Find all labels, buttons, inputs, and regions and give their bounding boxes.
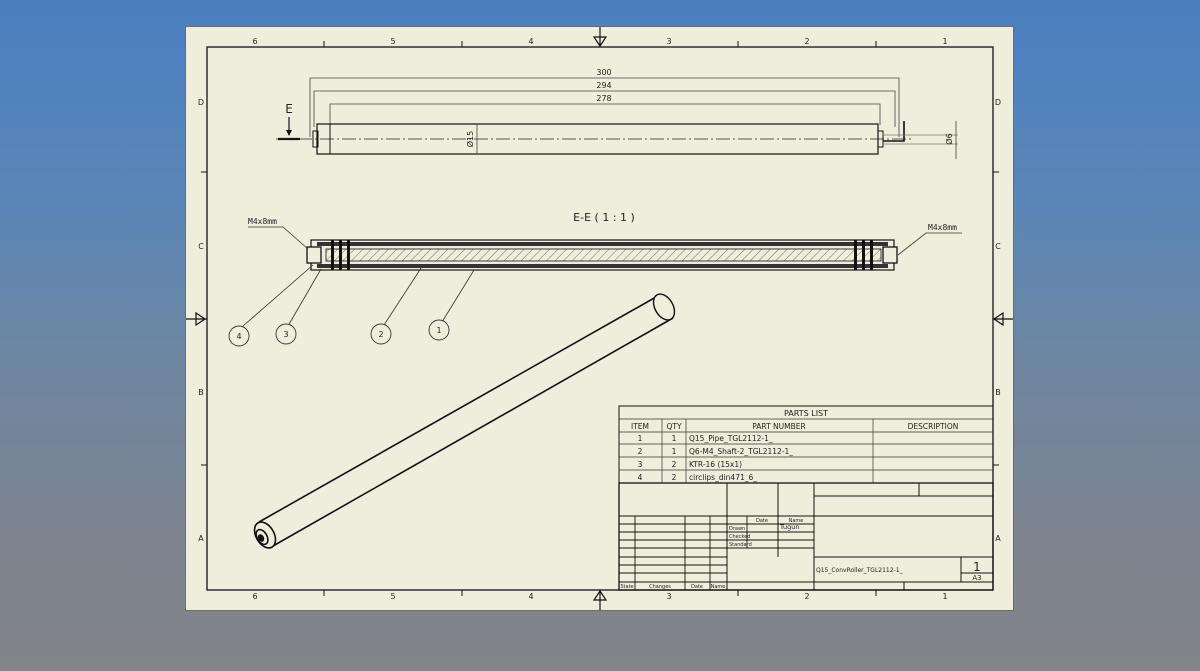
svg-text:2: 2 — [804, 37, 809, 46]
revision-state-header: State — [620, 584, 633, 590]
svg-text:3: 3 — [666, 37, 671, 46]
svg-text:1: 1 — [436, 326, 441, 335]
zone-labels: 6 5 4 3 2 1 6 5 4 3 2 1 D C B A D C B A — [198, 37, 1001, 601]
table-row: 3 2 KTR-16 (15x1) — [638, 460, 743, 469]
svg-text:C: C — [198, 242, 204, 251]
svg-text:circlips_din471_6_: circlips_din471_6_ — [689, 473, 757, 482]
svg-text:A: A — [995, 534, 1001, 543]
dim-tube-length: 278 — [596, 94, 611, 103]
svg-text:4: 4 — [638, 473, 643, 482]
svg-text:2: 2 — [378, 330, 383, 339]
dim-overall-length: 300 — [596, 68, 611, 77]
balloon-3[interactable]: 3 — [275, 323, 297, 345]
svg-text:B: B — [995, 388, 1001, 397]
sheet-number: 1 — [973, 560, 981, 574]
svg-text:6: 6 — [252, 592, 257, 601]
svg-text:2: 2 — [672, 460, 677, 469]
front-view[interactable]: E 300 294 278 Ø15 Ø6 — [276, 68, 958, 159]
inner-border — [206, 46, 994, 591]
revision-changes-header: Changes — [649, 584, 671, 590]
svg-text:PART NUMBER: PART NUMBER — [752, 422, 805, 431]
table-row: 1 1 Q15_Pipe_TGL2112-1_ — [638, 434, 773, 443]
svg-text:DESCRIPTION: DESCRIPTION — [908, 422, 959, 431]
section-view-title: E-E ( 1 : 1 ) — [573, 211, 635, 224]
balloon-2[interactable]: 2 — [370, 323, 392, 345]
svg-text:1: 1 — [672, 434, 677, 443]
centering-marks — [186, 27, 1013, 610]
svg-text:1: 1 — [672, 447, 677, 456]
drawing-sheet[interactable]: 6 5 4 3 2 1 6 5 4 3 2 1 D C B A D C B A … — [185, 26, 1014, 611]
name-header: Name — [789, 518, 804, 524]
parts-list-header: ITEM QTY PART NUMBER DESCRIPTION — [631, 422, 958, 431]
svg-text:Q6-M4_Shaft-2_TGL2112-1_: Q6-M4_Shaft-2_TGL2112-1_ — [689, 447, 793, 456]
drawn-by-name: Tugun — [779, 523, 799, 531]
parts-list-title: PARTS LIST — [784, 409, 828, 418]
right-thread-callout: M4x8mm — [928, 223, 957, 232]
table-row: 2 1 Q6-M4_Shaft-2_TGL2112-1_ — [638, 447, 794, 456]
section-view[interactable]: E-E ( 1 : 1 ) M4x8mm M4x8mm — [228, 211, 962, 347]
svg-text:1: 1 — [638, 434, 643, 443]
svg-text:3: 3 — [283, 330, 288, 339]
title-block[interactable]: Date Name Drawn Checked Standard State C… — [618, 482, 994, 591]
zone-ticks — [201, 41, 999, 596]
svg-text:3: 3 — [638, 460, 643, 469]
revision-name-header: Name — [711, 584, 726, 590]
svg-text:1: 1 — [942, 37, 947, 46]
svg-text:D: D — [198, 98, 204, 107]
svg-text:4: 4 — [236, 332, 241, 341]
svg-text:A: A — [198, 534, 204, 543]
svg-text:5: 5 — [390, 592, 395, 601]
svg-text:4: 4 — [528, 37, 533, 46]
svg-text:2: 2 — [804, 592, 809, 601]
section-marker-label: E — [285, 102, 293, 116]
dim-tube-diameter: Ø15 — [465, 131, 475, 147]
parts-list[interactable]: PARTS LIST ITEM QTY PART NUMBER DESCRIPT… — [618, 405, 994, 484]
checked-label: Checked — [729, 534, 750, 540]
svg-text:B: B — [198, 388, 204, 397]
svg-text:D: D — [995, 98, 1001, 107]
svg-text:ITEM: ITEM — [631, 422, 649, 431]
left-thread-callout: M4x8mm — [248, 217, 277, 226]
drawn-label: Drawn — [729, 526, 745, 532]
drawing-canvas: 6 5 4 3 2 1 6 5 4 3 2 1 D C B A D C B A … — [186, 27, 1013, 610]
dim-mid-length: 294 — [596, 81, 611, 90]
balloon-1[interactable]: 1 — [428, 319, 450, 341]
svg-text:2: 2 — [638, 447, 643, 456]
svg-text:2: 2 — [672, 473, 677, 482]
svg-text:6: 6 — [252, 37, 257, 46]
table-row: 4 2 circlips_din471_6_ — [638, 473, 758, 482]
revision-date-header: Date — [691, 584, 703, 590]
date-header: Date — [756, 518, 768, 524]
svg-text:KTR-16 (15x1): KTR-16 (15x1) — [689, 460, 742, 469]
svg-text:4: 4 — [528, 592, 533, 601]
svg-text:C: C — [995, 242, 1001, 251]
balloon-4[interactable]: 4 — [228, 325, 250, 347]
dim-shaft-diameter: Ø6 — [944, 133, 954, 144]
svg-text:Q15_Pipe_TGL2112-1_: Q15_Pipe_TGL2112-1_ — [689, 434, 773, 443]
svg-text:3: 3 — [666, 592, 671, 601]
drawing-name: Q15_ConvRoller_TGL2112-1_ — [816, 567, 904, 574]
svg-text:5: 5 — [390, 37, 395, 46]
svg-text:1: 1 — [942, 592, 947, 601]
isometric-view[interactable] — [250, 290, 679, 551]
standard-label: Standard — [729, 542, 752, 548]
svg-text:QTY: QTY — [666, 422, 681, 431]
sheet-format: A3 — [972, 574, 981, 582]
